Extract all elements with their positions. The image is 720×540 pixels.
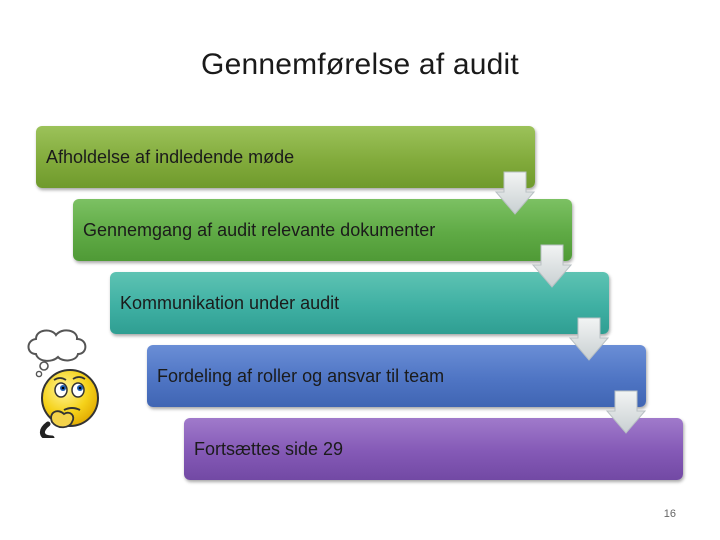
down-arrow-icon bbox=[569, 317, 609, 361]
slide-title: Gennemførelse af audit bbox=[201, 48, 519, 81]
down-arrow-icon bbox=[495, 171, 535, 215]
process-step-5: Fortsættes side 29 bbox=[184, 418, 683, 480]
process-step-1: Afholdelse af indledende møde bbox=[36, 126, 535, 188]
page-number: 16 bbox=[663, 508, 676, 520]
process-step-2: Gennemgang af audit relevante dokumenter bbox=[73, 199, 572, 261]
process-step-4: Fordeling af roller og ansvar til team bbox=[147, 345, 646, 407]
process-step-label: Fortsættes side 29 bbox=[194, 438, 344, 459]
down-arrow-icon bbox=[606, 390, 646, 434]
process-step-3: Kommunikation under audit bbox=[110, 272, 609, 334]
thinking-smiley-icon bbox=[27, 329, 99, 438]
down-arrow-icon bbox=[532, 244, 572, 288]
process-step-label: Fordeling af roller og ansvar til team bbox=[157, 365, 445, 386]
process-step-label: Gennemgang af audit relevante dokumenter bbox=[83, 219, 436, 240]
process-step-label: Kommunikation under audit bbox=[120, 292, 340, 313]
process-step-label: Afholdelse af indledende møde bbox=[46, 146, 295, 167]
